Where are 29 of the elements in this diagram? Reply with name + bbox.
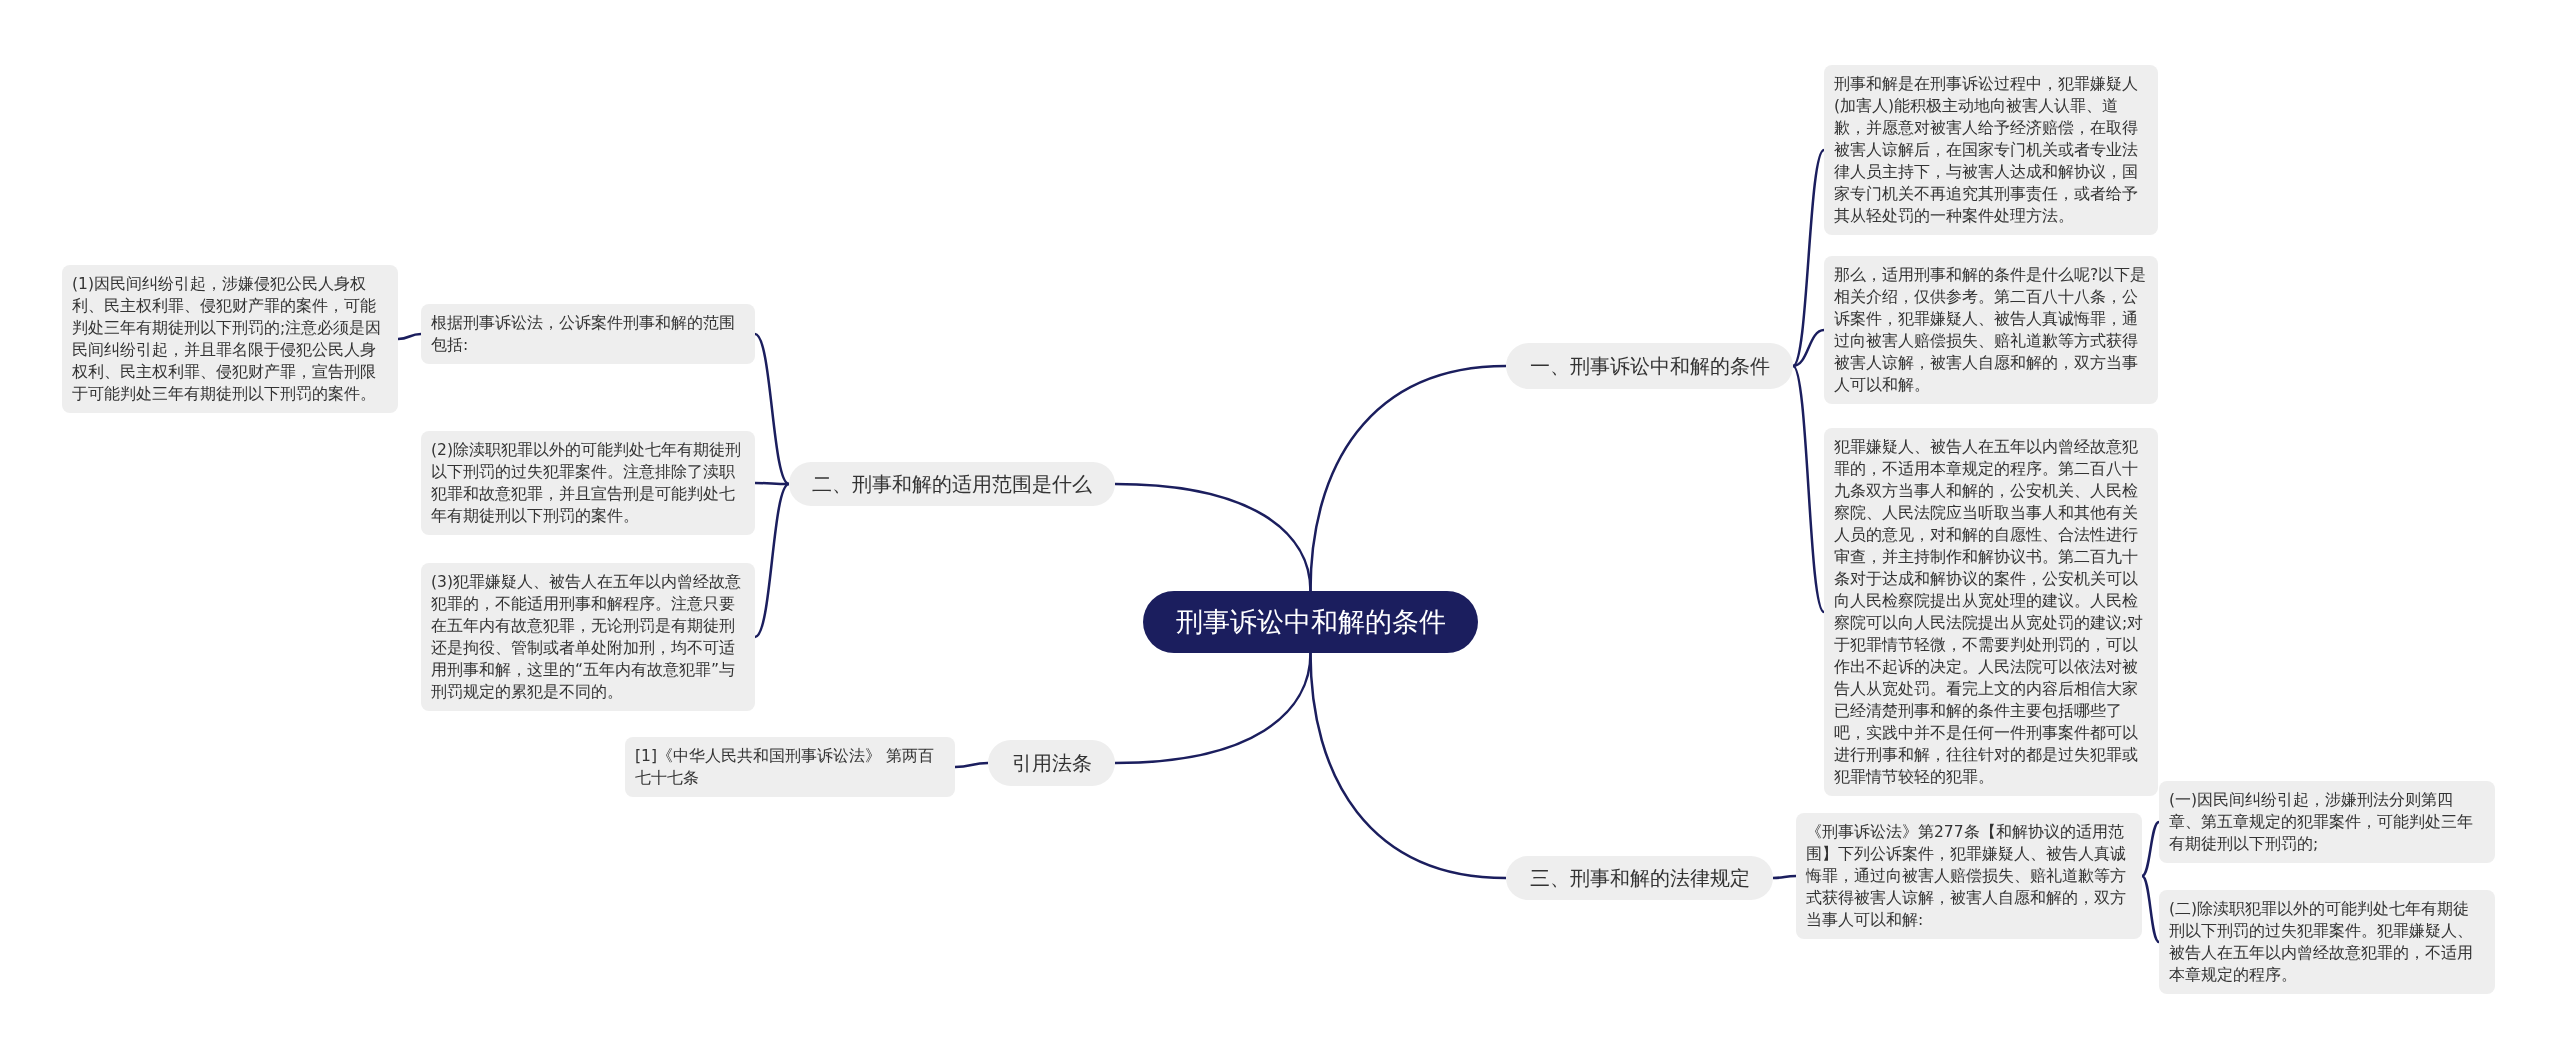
central-topic: 刑事诉讼中和解的条件	[1143, 591, 1478, 653]
connector-line	[397, 332, 422, 341]
connector-line	[1792, 365, 1825, 613]
topic-box: 引用法条	[988, 740, 1115, 786]
text-box: [1]《中华人民共和国刑事诉讼法》 第两百七十七条	[625, 737, 955, 797]
connector-line	[1309, 652, 1507, 880]
text-box: (二)除渎职犯罪以外的可能判处七年有期徒刑以下刑罚的过失犯罪案件。犯罪嫌疑人、被告人在五年以内曾经故意犯罪的，不适用本章规定的程序。	[2159, 890, 2495, 994]
connector-line	[1792, 149, 1825, 367]
topic-box: 一、刑事诉讼中和解的条件	[1506, 343, 1793, 389]
connector-line	[954, 761, 989, 769]
connector-line	[1772, 874, 1797, 880]
text-box: 《刑事诉讼法》第277条【和解协议的适用范围】下列公诉案件，犯罪嫌疑人、被告人真诚悔罪，通过向被害人赔偿损失、赔礼道歉等方式获得被害人谅解，被害人自愿和解的，双方当事人可以和解:	[1796, 813, 2142, 939]
topic-box: 二、刑事和解的适用范围是什么	[789, 462, 1115, 506]
connector-line	[755, 481, 789, 486]
connector-line	[2141, 875, 2160, 943]
text-box: (一)因民间纠纷引起，涉嫌刑法分则第四章、第五章规定的犯罪案件，可能判处三年有期徒刑以下刑罚的;	[2159, 781, 2495, 863]
connector-line	[1114, 482, 1312, 592]
connector-line	[754, 333, 790, 485]
text-box: (2)除渎职犯罪以外的可能判处七年有期徒刑以下刑罚的过失犯罪案件。注意排除了渎职犯罪和故意犯罪，并且宣告刑是可能判处七年有期徒刑以下刑罚的案件。	[421, 431, 755, 535]
topic-box: 三、刑事和解的法律规定	[1506, 856, 1773, 900]
connector-line	[2141, 821, 2160, 877]
text-box: (3)犯罪嫌疑人、被告人在五年以内曾经故意犯罪的，不能适用刑事和解程序。注意只要在五年内有故意犯罪，无论刑罚是有期徒刑还是拘役、管制或者单处附加刑，均不可适用刑事和解，这里的“五年内有故意犯罪”与刑罚规定的累犯是不同的。	[421, 563, 755, 711]
text-box: (1)因民间纠纷引起，涉嫌侵犯公民人身权利、民主权利罪、侵犯财产罪的案件，可能判处三年有期徒刑以下刑罚的;注意必须是因民间纠纷引起，并且罪名限于侵犯公民人身权利、民主权利罪、侵犯财产罪，宣告刑限于可能判处三年有期徒刑以下刑罚的案件。	[62, 265, 398, 413]
text-box: 根据刑事诉讼法，公诉案件刑事和解的范围包括:	[421, 304, 755, 364]
connector-line	[1792, 328, 1825, 368]
connector-line	[754, 483, 790, 638]
text-box: 刑事和解是在刑事诉讼过程中，犯罪嫌疑人(加害人)能积极主动地向被害人认罪、道歉，并愿意对被害人给予经济赔偿，在取得被害人谅解后，在国家专门机关或者专业法律人员主持下，与被害人达成和解协议，国家专门机关不再追究其刑事责任，或者给予其从轻处罚的一种案件处理方法。	[1824, 65, 2158, 235]
text-box: 那么，适用刑事和解的条件是什么呢?以下是相关介绍，仅供参考。第二百八十八条，公诉案件，犯罪嫌疑人、被告人真诚悔罪，通过向被害人赔偿损失、赔礼道歉等方式获得被害人谅解，被害人自愿和解的，双方当事人可以和解。	[1824, 256, 2158, 404]
text-box: 犯罪嫌疑人、被告人在五年以内曾经故意犯罪的，不适用本章规定的程序。第二百八十九条双方当事人和解的，公安机关、人民检察院、人民法院应当听取当事人和其他有关人员的意见，对和解的自愿性、合法性进行审查，并主持制作和解协议书。第二百九十条对于达成和解协议的案件，公安机关可以向人民检察院提出从宽处理的建议。人民检察院可以向人民法院提出从宽处罚的建议;对于犯罪情节轻微，不需要判处刑罚的，可以作出不起诉的决定。人民法院可以依法对被告人从宽处罚。看完上文的内容后相信大家已经清楚刑事和解的条件主要包括哪些了吧，实践中并不是任何一件刑事案件都可以进行刑事和解，往往针对的都是过失犯罪或犯罪情节较轻的犯罪。	[1824, 428, 2158, 796]
